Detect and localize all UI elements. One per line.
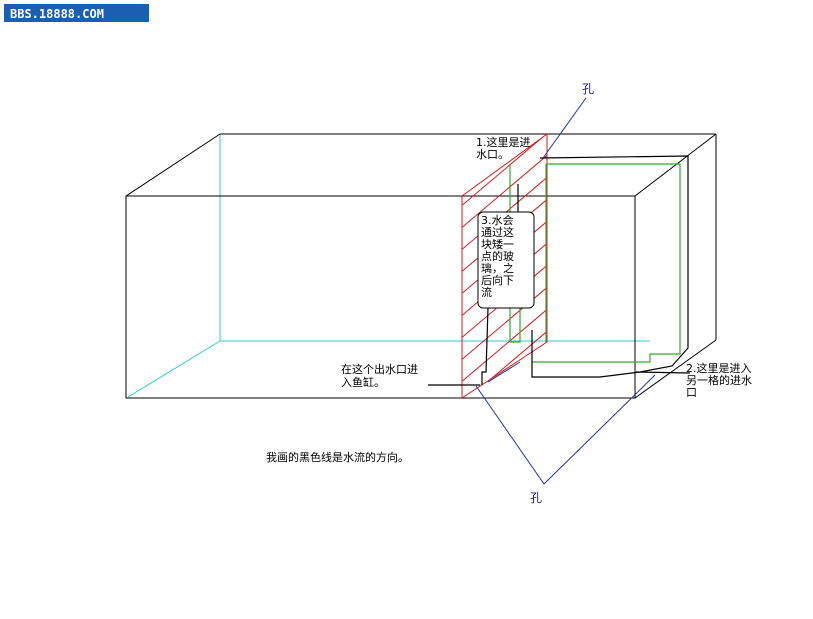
inner-edges — [127, 134, 650, 398]
hole-bottom-pointer-right — [543, 374, 656, 485]
tank-outline — [125, 133, 717, 399]
outlet-note: 在这个出水口进 入鱼缸。 — [341, 362, 422, 389]
flow-lines — [428, 155, 691, 386]
site-logo: BBS.18888.COM — [4, 4, 149, 22]
hole-bottom-label: 孔 — [530, 491, 542, 505]
hatch-line — [462, 134, 547, 225]
glass-partition-outline — [461, 133, 548, 399]
hatch-line — [462, 377, 547, 398]
green-water-path — [509, 163, 681, 363]
tank-front-face — [125, 195, 636, 399]
hole-top-label: 孔 — [582, 82, 594, 96]
hatch-line — [440, 488, 570, 598]
hatch-line — [440, 444, 570, 554]
inner-bottom-left-edge — [127, 340, 221, 398]
hole-bottom-pointer-left — [475, 385, 545, 485]
hatch-line — [462, 311, 547, 398]
glass-note-box — [477, 211, 535, 309]
site-logo-text: BBS.18888.COM — [10, 7, 104, 21]
hole-bottom-inner-link — [487, 361, 521, 383]
hatch-line — [440, 400, 570, 510]
hatch-line — [440, 510, 570, 619]
hatch-line — [462, 355, 547, 398]
tank-top-left-edge — [125, 133, 221, 197]
inlet-2-note: 2.这里是进入 另一格的进水 口 — [686, 361, 756, 399]
hole-pointers — [475, 97, 656, 485]
flow-line-outlet — [481, 307, 489, 385]
hatch-line — [462, 267, 547, 379]
site-logo-background — [4, 4, 149, 22]
hatch-line — [440, 532, 570, 619]
tank-bottom-right-edge — [634, 339, 717, 399]
caption: 我画的黑色线是水流的方向。 — [266, 450, 409, 464]
flow-line-right-loop — [531, 155, 689, 378]
hatch-line — [462, 135, 547, 247]
inlet-1-note: 1.这里是进 水口。 — [476, 135, 534, 161]
tank-top-right-edge — [634, 133, 717, 197]
hatch-line — [462, 289, 547, 398]
glass-note: 3.水会 通过这 块矮一 点的玻 璃，之 后向下 流 — [481, 214, 518, 299]
hatch-line — [440, 466, 570, 576]
inlet-2-pointer — [635, 371, 691, 374]
hole-top-pointer — [542, 97, 587, 159]
green-path-right — [532, 163, 681, 363]
